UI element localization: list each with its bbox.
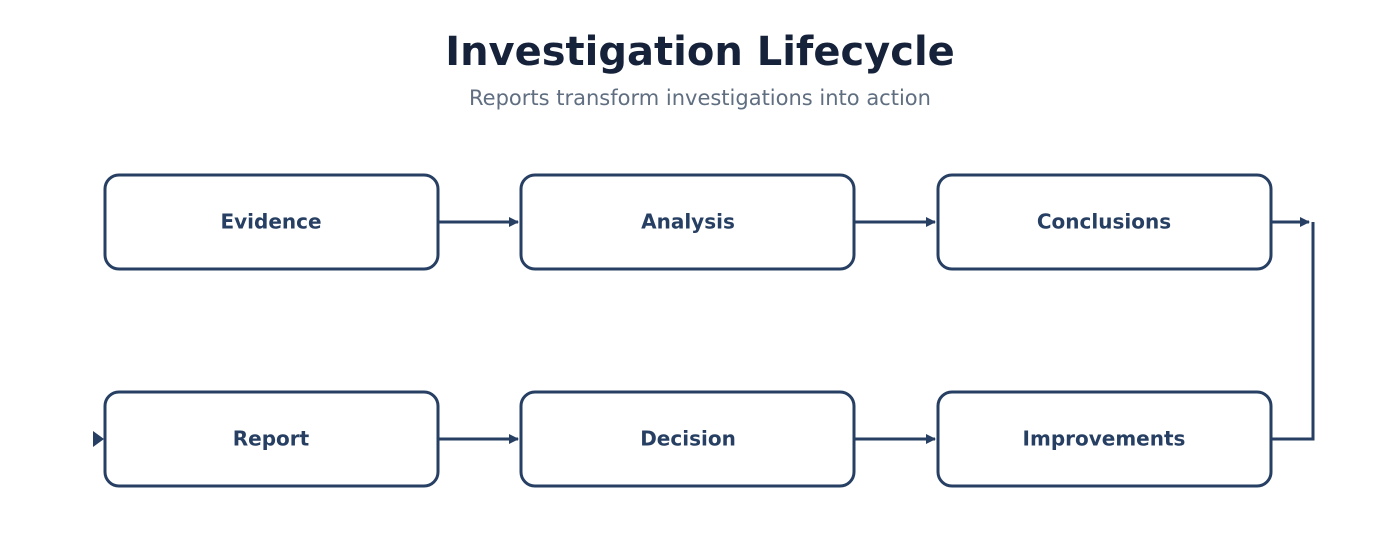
arrow-into-report	[93, 431, 104, 447]
node-evidence[interactable]: Evidence	[103, 173, 440, 271]
node-label-analysis: Analysis	[641, 210, 735, 234]
node-label-report: Report	[233, 427, 310, 451]
node-report[interactable]: Report	[103, 390, 440, 488]
diagram-subtitle: Reports transform investigations into ac…	[469, 86, 931, 110]
node-decision[interactable]: Decision	[519, 390, 856, 488]
node-label-decision: Decision	[640, 427, 736, 451]
node-label-evidence: Evidence	[220, 210, 321, 234]
connector-right-loop	[1271, 222, 1315, 441]
diagram-title: Investigation Lifecycle	[445, 29, 955, 75]
node-analysis[interactable]: Analysis	[519, 173, 856, 271]
node-conclusions[interactable]: Conclusions	[936, 173, 1273, 271]
node-label-improvements: Improvements	[1023, 427, 1186, 451]
connectors	[93, 217, 1315, 447]
node-label-conclusions: Conclusions	[1037, 210, 1171, 234]
node-improvements[interactable]: Improvements	[936, 390, 1273, 488]
